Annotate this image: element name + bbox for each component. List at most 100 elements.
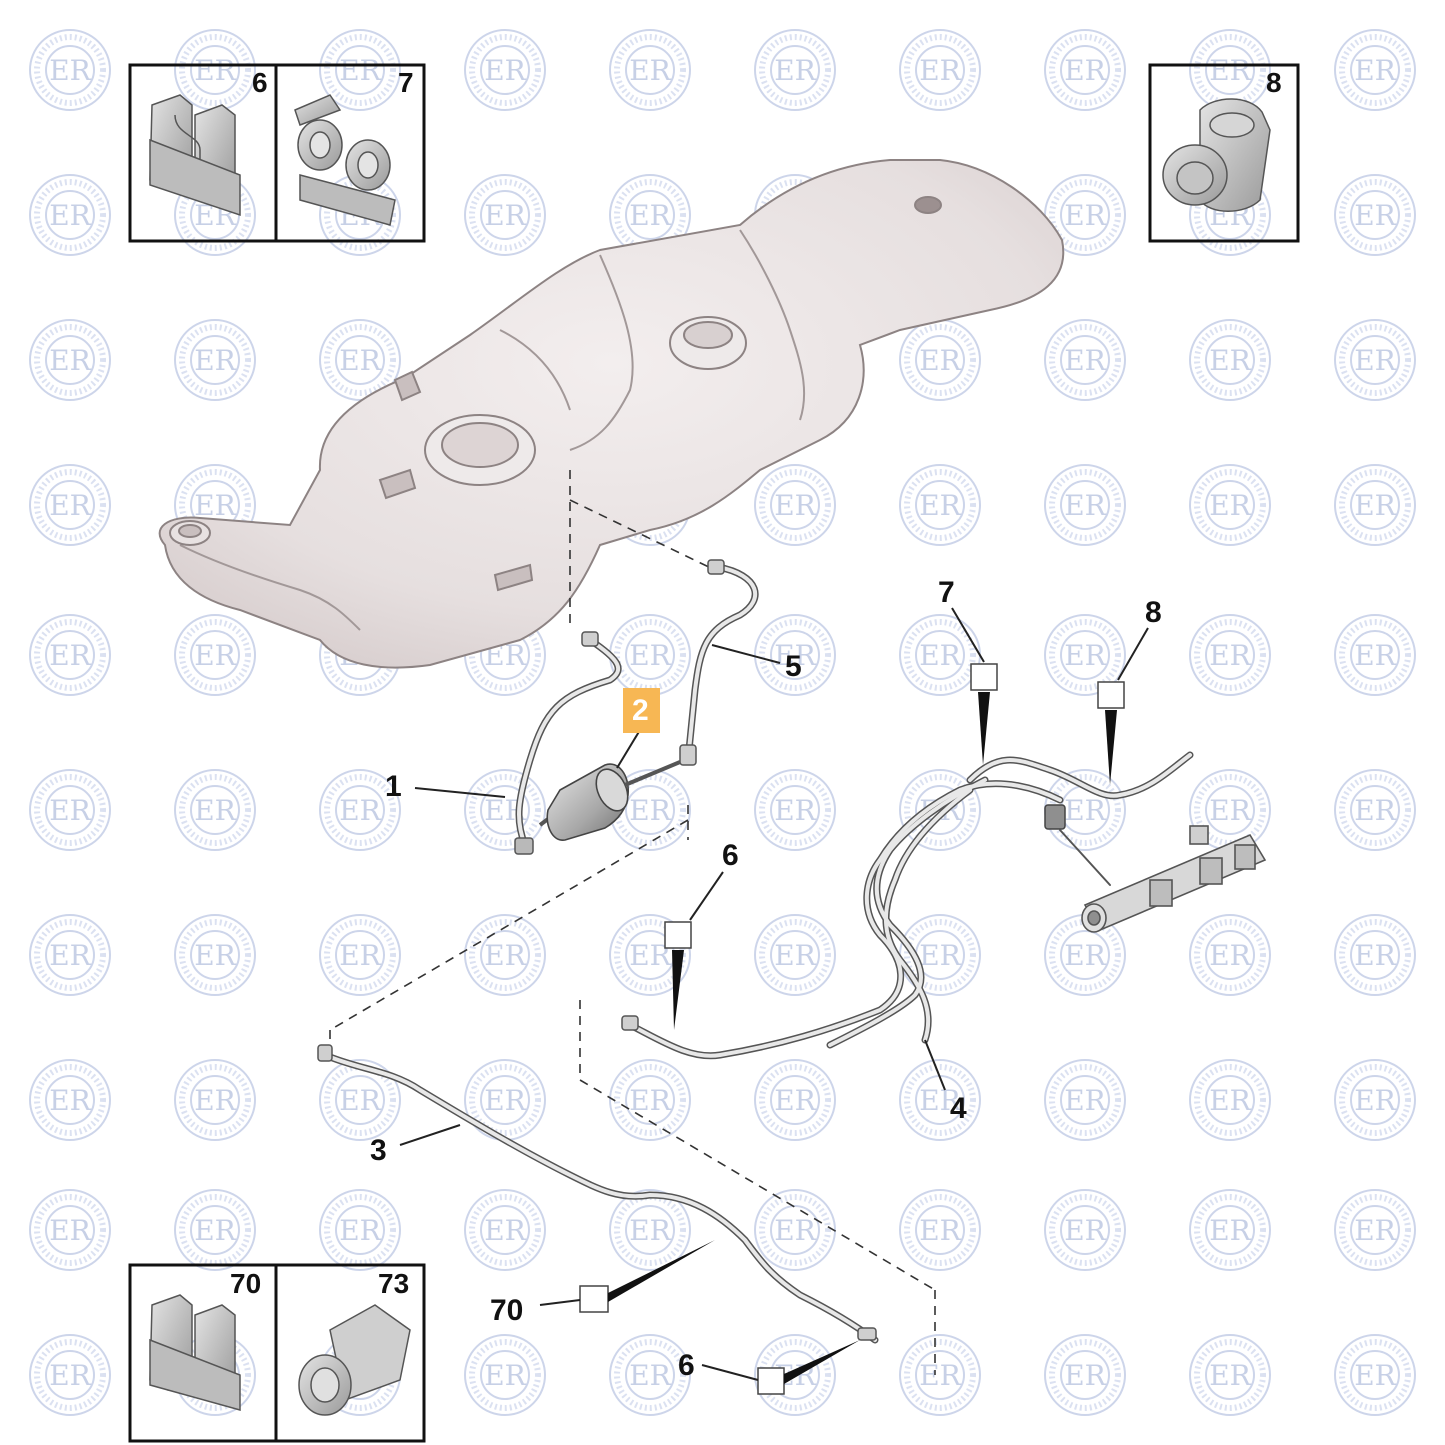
svg-text:ER: ER <box>919 489 961 522</box>
svg-text:ER: ER <box>1354 1359 1396 1392</box>
watermark-stamp: ER <box>319 914 401 996</box>
svg-text:ER: ER <box>629 639 671 672</box>
watermark-stamp: ER <box>29 174 111 256</box>
watermark-stamp: ER <box>464 769 546 851</box>
fuel-pipe-5 <box>679 559 759 766</box>
svg-text:ER: ER <box>194 54 236 87</box>
svg-text:ER: ER <box>49 1084 91 1117</box>
watermark-stamp: ER <box>754 464 836 546</box>
svg-text:ER: ER <box>1354 939 1396 972</box>
svg-text:ER: ER <box>774 489 816 522</box>
clip-pointers <box>608 692 1117 1384</box>
watermark-stamp: ER <box>464 174 546 256</box>
watermark-stamp: ER <box>1044 1059 1126 1141</box>
watermark-stamp: ER <box>174 614 256 696</box>
watermark-stamp: ER <box>609 769 691 851</box>
watermark-stamp: ER <box>609 614 691 696</box>
svg-text:ER: ER <box>339 1084 381 1117</box>
svg-text:ER: ER <box>1209 344 1251 377</box>
svg-text:ER: ER <box>194 639 236 672</box>
callout-6-upper: 6 <box>722 839 739 872</box>
svg-text:ER: ER <box>774 1214 816 1247</box>
watermark-stamp: ER <box>1189 29 1271 111</box>
svg-text:ER: ER <box>484 54 526 87</box>
svg-text:ER: ER <box>1354 489 1396 522</box>
clip-marker-8 <box>1097 681 1125 709</box>
svg-text:ER: ER <box>774 54 816 87</box>
watermark-stamp: ER <box>1334 1334 1416 1416</box>
fuel-tank-icon <box>158 159 1065 669</box>
watermark-stamp: ER <box>754 769 836 851</box>
svg-text:ER: ER <box>1209 54 1251 87</box>
svg-text:ER: ER <box>774 794 816 827</box>
watermark-stamp: ER <box>29 1334 111 1416</box>
watermark-stamp: ER <box>1334 319 1416 401</box>
svg-text:ER: ER <box>1354 199 1396 232</box>
watermark-stamp: ER <box>609 1334 691 1416</box>
watermark-stamp: ER <box>1044 319 1126 401</box>
watermark-stamp: ER <box>1044 29 1126 111</box>
watermark-stamp: ER <box>464 1189 546 1271</box>
watermark-stamp: ER <box>1334 614 1416 696</box>
svg-text:ER: ER <box>919 939 961 972</box>
svg-text:ER: ER <box>1209 794 1251 827</box>
watermark-stamp: ER <box>1044 914 1126 996</box>
watermark-stamp: ER <box>754 1059 836 1141</box>
watermark-stamp: ER <box>319 1189 401 1271</box>
svg-text:ER: ER <box>1064 344 1106 377</box>
watermark-stamp: ER <box>29 464 111 546</box>
round-clip-icon <box>1162 98 1271 212</box>
watermark-stamp: ER <box>1334 1189 1416 1271</box>
watermark-stamp: ER <box>174 1189 256 1271</box>
highlight-box-2 <box>623 688 660 733</box>
svg-text:ER: ER <box>339 344 381 377</box>
svg-text:ER: ER <box>1064 54 1106 87</box>
svg-text:ER: ER <box>629 54 671 87</box>
svg-text:ER: ER <box>49 1359 91 1392</box>
watermark-stamp: ER <box>1189 1334 1271 1416</box>
svg-text:ER: ER <box>1064 1359 1106 1392</box>
svg-text:ER: ER <box>1064 199 1106 232</box>
svg-text:ER: ER <box>1209 489 1251 522</box>
svg-text:ER: ER <box>484 939 526 972</box>
watermark-stamp: ER <box>1044 1189 1126 1271</box>
watermark-stamp: ER <box>899 1059 981 1141</box>
watermark-stamp: ER <box>174 29 256 111</box>
watermark-stamp: ER <box>319 319 401 401</box>
callout-5: 5 <box>785 650 802 683</box>
svg-text:ER: ER <box>629 794 671 827</box>
watermark-stamp: ER <box>1334 914 1416 996</box>
svg-text:ER: ER <box>49 939 91 972</box>
watermark-stamp: ER <box>754 1189 836 1271</box>
svg-text:ER: ER <box>774 639 816 672</box>
watermark-stamp: ER <box>1334 1059 1416 1141</box>
svg-text:ER: ER <box>919 344 961 377</box>
svg-text:ER: ER <box>919 1359 961 1392</box>
watermark-stamp: ER <box>29 614 111 696</box>
svg-text:ER: ER <box>1209 1084 1251 1117</box>
svg-text:ER: ER <box>1209 939 1251 972</box>
svg-text:ER: ER <box>49 54 91 87</box>
watermark-stamp: ER <box>1334 29 1416 111</box>
fuel-pipe-3 <box>317 1044 879 1344</box>
callout-8: 8 <box>1145 596 1162 629</box>
svg-text:ER: ER <box>339 54 381 87</box>
watermark-stamp: ER <box>464 914 546 996</box>
watermark-stamp: ER <box>464 1334 546 1416</box>
fuel-pipe-1 <box>514 631 622 855</box>
watermark-stamp: ER <box>1189 1059 1271 1141</box>
watermark-stamp: ER <box>464 1059 546 1141</box>
pipe-clip-icon <box>294 94 396 226</box>
callout-7: 7 <box>938 576 955 609</box>
watermark-stamp: ER <box>899 1334 981 1416</box>
callout-1: 1 <box>385 770 402 803</box>
watermark-stamp: ER <box>29 319 111 401</box>
svg-text:ER: ER <box>194 489 236 522</box>
watermark-stamp: ER <box>1189 1189 1271 1271</box>
svg-text:ER: ER <box>1064 489 1106 522</box>
fuel-rail-icon <box>1081 825 1267 933</box>
svg-text:ER: ER <box>629 1359 671 1392</box>
callout-leaders <box>399 607 1149 1381</box>
watermark-stamp: ER <box>1334 174 1416 256</box>
